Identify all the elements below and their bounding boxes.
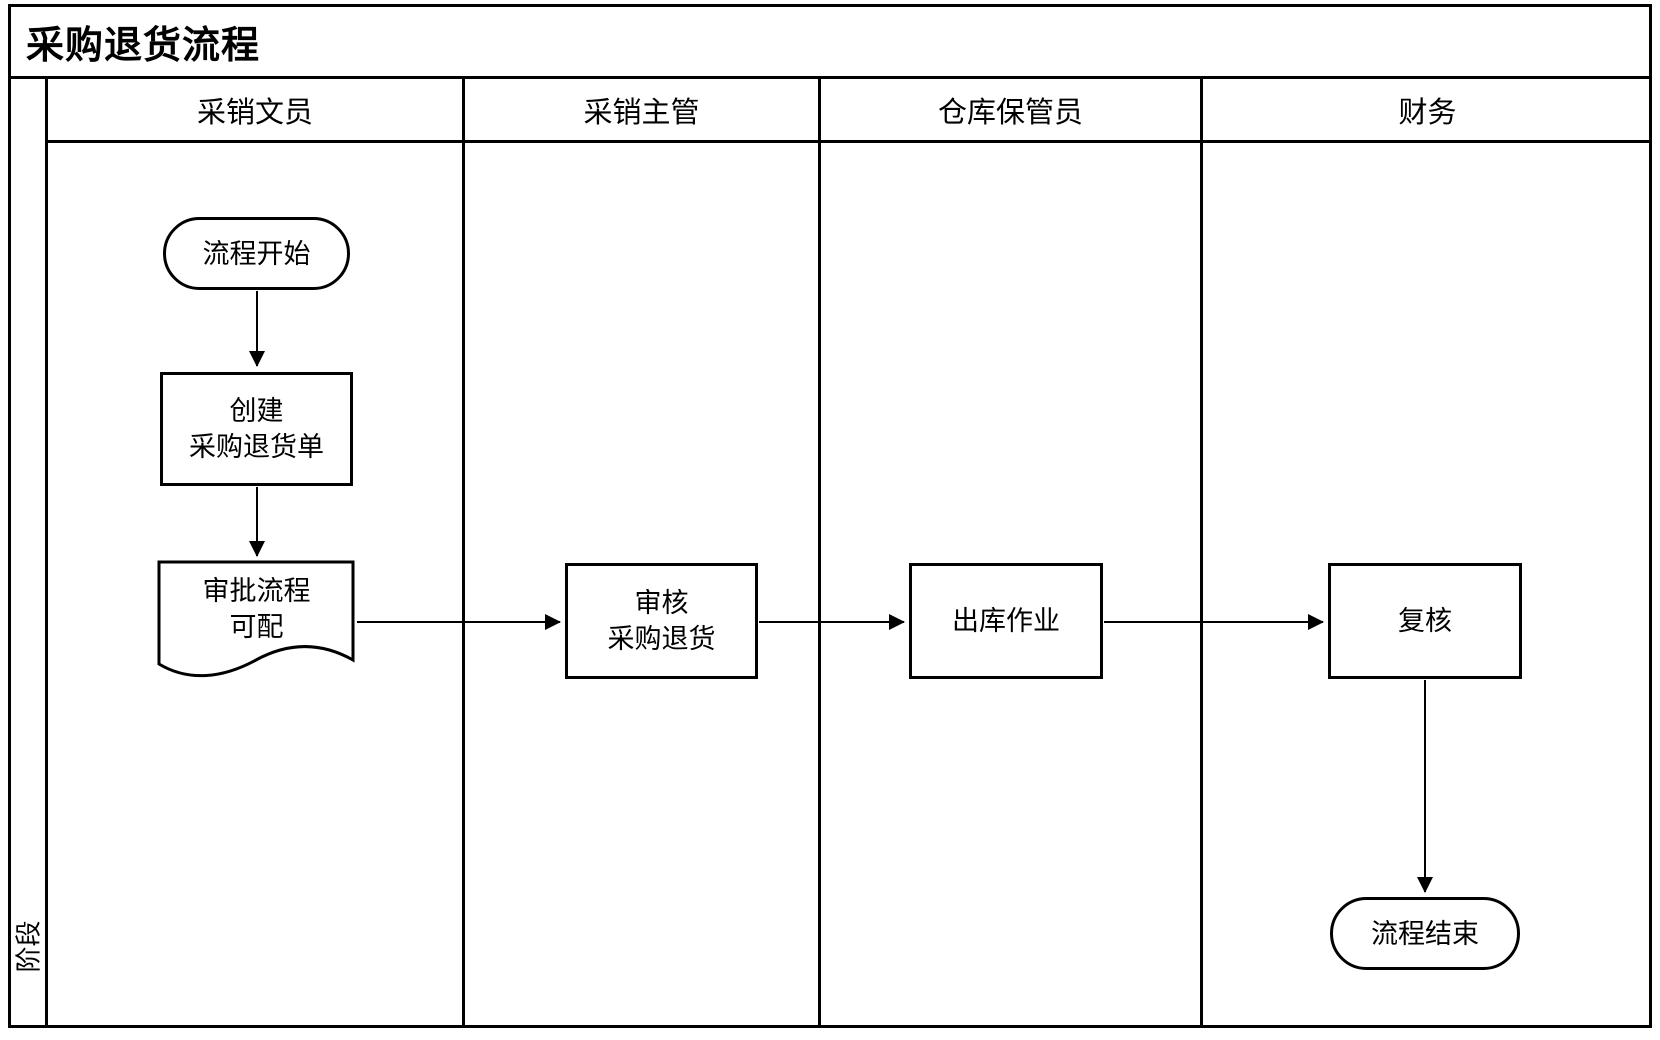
lane-divider-2 xyxy=(818,79,821,1028)
lane-header-clerk: 采销文员 xyxy=(196,96,313,129)
lane-divider-3 xyxy=(1200,79,1203,1028)
node-review-purchase-return: 审核 采购退货 xyxy=(565,563,758,679)
lane-divider-1 xyxy=(462,79,465,1028)
node-recheck: 复核 xyxy=(1328,563,1522,679)
diagram-title: 采购退货流程 xyxy=(26,25,261,67)
node-approval-flow: 审批流程 可配 xyxy=(160,573,353,645)
node-label-line1: 审批流程 xyxy=(202,576,311,606)
diagram-border xyxy=(8,4,1652,1028)
node-label: 流程结束 xyxy=(1371,918,1479,949)
node-process-end: 流程结束 xyxy=(1330,897,1520,970)
lane-header-divider xyxy=(48,140,1652,143)
node-approval-document-shape xyxy=(157,560,355,678)
node-label-line2: 采购退货单 xyxy=(189,432,324,462)
lane-header-finance: 财务 xyxy=(1398,96,1457,129)
node-process-start: 流程开始 xyxy=(163,217,350,290)
lane-header-warehouse-keeper: 仓库保管员 xyxy=(937,96,1083,129)
document-shape-outline xyxy=(157,560,355,678)
node-create-return-order: 创建 采购退货单 xyxy=(160,372,353,486)
node-label-line1: 创建 xyxy=(229,396,284,426)
node-label-line2: 采购退货 xyxy=(607,624,716,654)
title-divider xyxy=(8,76,1652,79)
lane-header-supervisor: 采销主管 xyxy=(583,96,700,129)
phase-label: 阶段 xyxy=(13,920,44,973)
node-outbound-operation: 出库作业 xyxy=(909,563,1103,679)
node-label-line2: 可配 xyxy=(229,612,284,642)
node-label: 出库作业 xyxy=(952,606,1060,636)
node-label-line1: 审核 xyxy=(634,588,689,618)
node-label: 复核 xyxy=(1398,606,1452,636)
phase-strip-divider xyxy=(45,79,48,1028)
node-label: 流程开始 xyxy=(202,238,311,269)
